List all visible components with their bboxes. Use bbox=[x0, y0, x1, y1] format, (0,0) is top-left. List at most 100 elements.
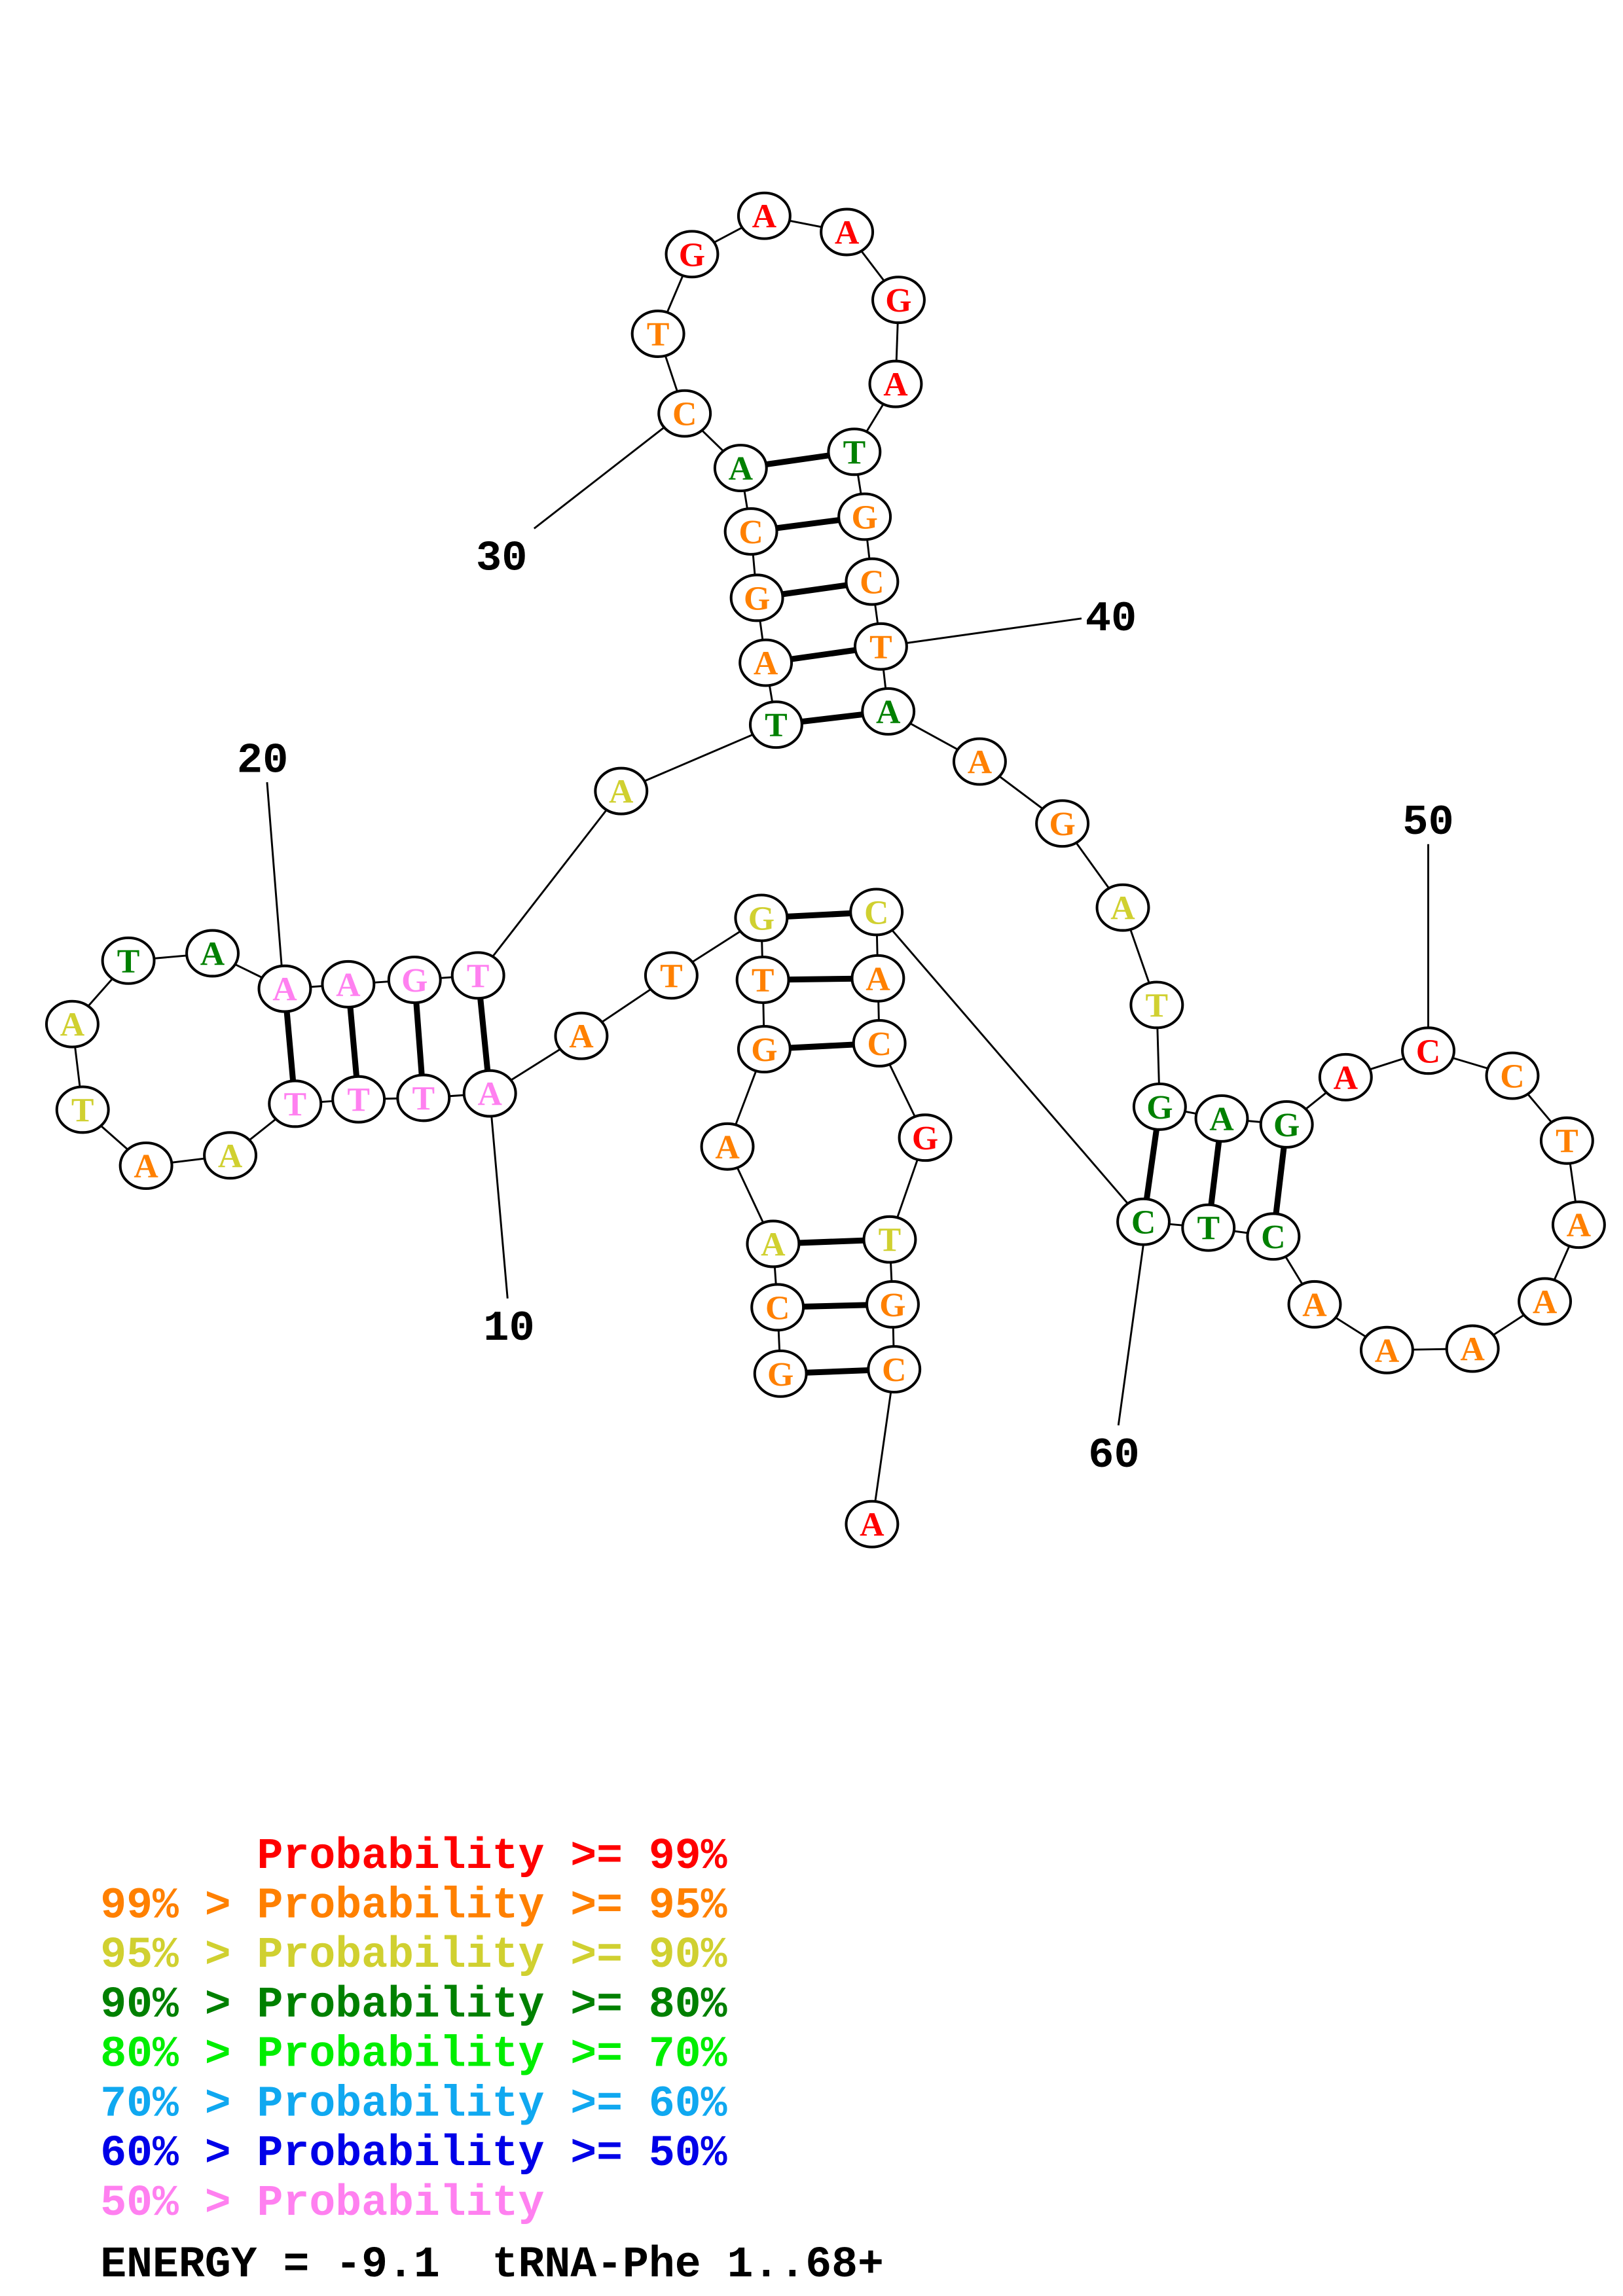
nucleotide-base: A bbox=[752, 198, 777, 236]
position-tick-line bbox=[533, 424, 668, 529]
nucleotide: A bbox=[321, 960, 376, 1009]
nucleotide: A bbox=[850, 954, 905, 1003]
nucleotide-circle bbox=[1539, 1116, 1594, 1165]
nucleotide-circle bbox=[1445, 1324, 1500, 1373]
backbone-lines bbox=[71, 215, 1580, 1524]
nucleotide-circle bbox=[952, 737, 1007, 786]
nucleotide-base: A bbox=[134, 1148, 158, 1185]
nucleotide-base: A bbox=[1460, 1331, 1485, 1369]
nucleotide-circle bbox=[1518, 1277, 1573, 1326]
nucleotide-circle bbox=[1359, 1325, 1414, 1374]
nucleotide-base: G bbox=[1146, 1089, 1173, 1126]
nucleotide-circle bbox=[1116, 1197, 1171, 1246]
nucleotide: C bbox=[723, 507, 778, 556]
position-label: 20 bbox=[237, 736, 288, 785]
nucleotide: C bbox=[1246, 1212, 1301, 1261]
backbone-segment bbox=[477, 790, 622, 977]
nucleotide-base: G bbox=[748, 900, 775, 937]
nucleotide-base: T bbox=[879, 1222, 902, 1259]
nucleotide-base: G bbox=[679, 236, 705, 274]
nucleotide-circle bbox=[554, 1011, 609, 1060]
nucleotide: A bbox=[713, 444, 768, 493]
nucleotide: T bbox=[55, 1085, 110, 1134]
nucleotide-circle bbox=[852, 1019, 907, 1067]
nucleotide-base: A bbox=[1209, 1101, 1234, 1138]
nucleotide: A bbox=[952, 737, 1007, 786]
nucleotide-circle bbox=[868, 359, 923, 408]
nucleotide-base: A bbox=[883, 367, 908, 404]
nucleotide-base: A bbox=[1302, 1287, 1327, 1324]
nucleotide-base: A bbox=[609, 774, 634, 811]
nucleotide-circle bbox=[268, 1079, 323, 1128]
nucleotide: T bbox=[1181, 1203, 1236, 1252]
nucleotide-circle bbox=[734, 893, 789, 942]
nucleotide-base: T bbox=[1556, 1123, 1578, 1160]
nucleotide: G bbox=[865, 1280, 920, 1329]
nucleotide-circle bbox=[853, 622, 908, 671]
probability-legend: Probability >= 99%99% > Probability >= 9… bbox=[100, 1832, 727, 2228]
nucleotide: T bbox=[1129, 980, 1184, 1030]
nucleotide-circle bbox=[387, 956, 442, 1005]
backbone-segment bbox=[875, 911, 1144, 1223]
nucleotide: C bbox=[1401, 1026, 1455, 1075]
nucleotide-base: G bbox=[767, 1356, 793, 1393]
legend-entry: 90% > Probability >= 80% bbox=[100, 1981, 727, 2030]
nucleotide-base: T bbox=[752, 962, 775, 999]
nucleotide-circle bbox=[1194, 1094, 1249, 1143]
legend-entry: 70% > Probability >= 60% bbox=[100, 2079, 727, 2128]
nucleotide: T bbox=[101, 936, 156, 985]
nucleotide-base: G bbox=[879, 1287, 905, 1324]
nucleotide-base: G bbox=[1049, 806, 1075, 843]
nucleotide-circle bbox=[723, 507, 778, 556]
nucleotide-circle bbox=[820, 207, 875, 257]
position-tick-line bbox=[266, 781, 283, 969]
nucleotide-base: A bbox=[866, 961, 890, 998]
legend-entry: 50% > Probability bbox=[100, 2179, 544, 2228]
nucleotide-base: G bbox=[885, 282, 911, 319]
nucleotide: A bbox=[594, 766, 649, 816]
nucleotide-base: A bbox=[218, 1138, 243, 1175]
position-label: 60 bbox=[1088, 1431, 1139, 1480]
nucleotide: C bbox=[1116, 1197, 1171, 1246]
nucleotide-circle bbox=[1318, 1052, 1373, 1102]
nucleotide: A bbox=[257, 964, 312, 1013]
nucleotide-base: C bbox=[739, 514, 763, 551]
nucleotide: T bbox=[644, 951, 699, 1000]
nucleotide-circle bbox=[849, 888, 904, 937]
nucleotide: T bbox=[396, 1073, 451, 1122]
legend-entry: Probability >= 99% bbox=[100, 1832, 727, 1881]
legend-entry: 95% > Probability >= 90% bbox=[100, 1931, 727, 1980]
nucleotide-circle bbox=[729, 573, 784, 622]
nucleotide-circle bbox=[739, 638, 793, 687]
nucleotide-circle bbox=[203, 1131, 258, 1180]
nucleotide-circle bbox=[644, 951, 699, 1000]
position-label: 10 bbox=[483, 1304, 534, 1353]
nucleotide: C bbox=[657, 389, 712, 438]
nucleotide: T bbox=[630, 310, 685, 358]
nucleotide: G bbox=[737, 1025, 792, 1073]
nucleotide-base: A bbox=[761, 1227, 786, 1264]
nucleotide-circle bbox=[331, 1075, 386, 1124]
nucleotide: T bbox=[853, 622, 908, 671]
nucleotide-circle bbox=[737, 1025, 792, 1073]
nucleotide: T bbox=[735, 956, 790, 1005]
nucleotide-circle bbox=[1259, 1100, 1314, 1149]
nucleotide-circle bbox=[827, 427, 882, 476]
legend-entry: 60% > Probability >= 50% bbox=[100, 2129, 727, 2178]
nucleotide: A bbox=[868, 359, 923, 408]
nucleotide-base: A bbox=[336, 967, 361, 1004]
nucleotide-base: A bbox=[60, 1007, 85, 1044]
nucleotide-base: A bbox=[729, 450, 754, 488]
backbone-segment bbox=[871, 1369, 896, 1524]
nucleotide-base: C bbox=[882, 1352, 906, 1389]
nucleotide: C bbox=[845, 557, 900, 606]
nucleotide-circle bbox=[101, 936, 156, 985]
nucleotide-circle bbox=[657, 389, 712, 438]
nucleotide-base: T bbox=[869, 629, 892, 666]
nucleotide: C bbox=[867, 1345, 922, 1394]
nucleotide-base: A bbox=[876, 694, 901, 731]
nucleotide-base: A bbox=[754, 645, 778, 683]
nucleotide: G bbox=[898, 1113, 953, 1162]
nucleotide-base: G bbox=[401, 962, 428, 999]
